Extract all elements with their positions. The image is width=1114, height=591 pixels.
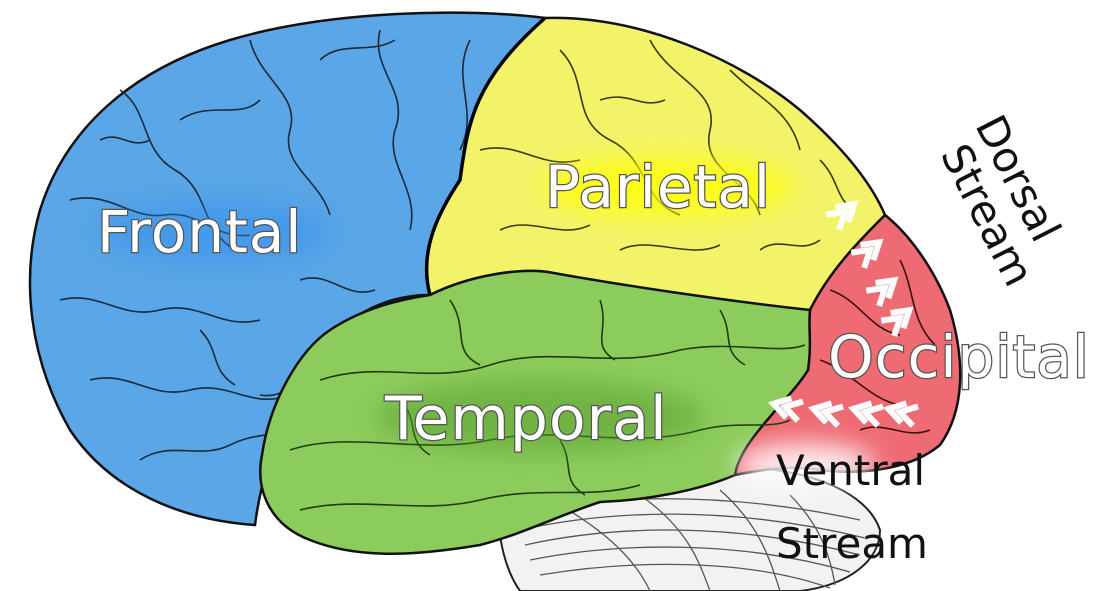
parietal-label: Parietal xyxy=(545,153,771,221)
temporal-label: Temporal xyxy=(384,384,668,454)
occipital-label: Occipital xyxy=(828,323,1090,391)
ventral-stream-line1: Ventral xyxy=(776,446,925,495)
ventral-stream-line2: Stream xyxy=(776,519,928,568)
frontal-label: Frontal xyxy=(97,198,302,266)
dorsal-stream-label: Dorsal Stream xyxy=(926,107,1082,294)
